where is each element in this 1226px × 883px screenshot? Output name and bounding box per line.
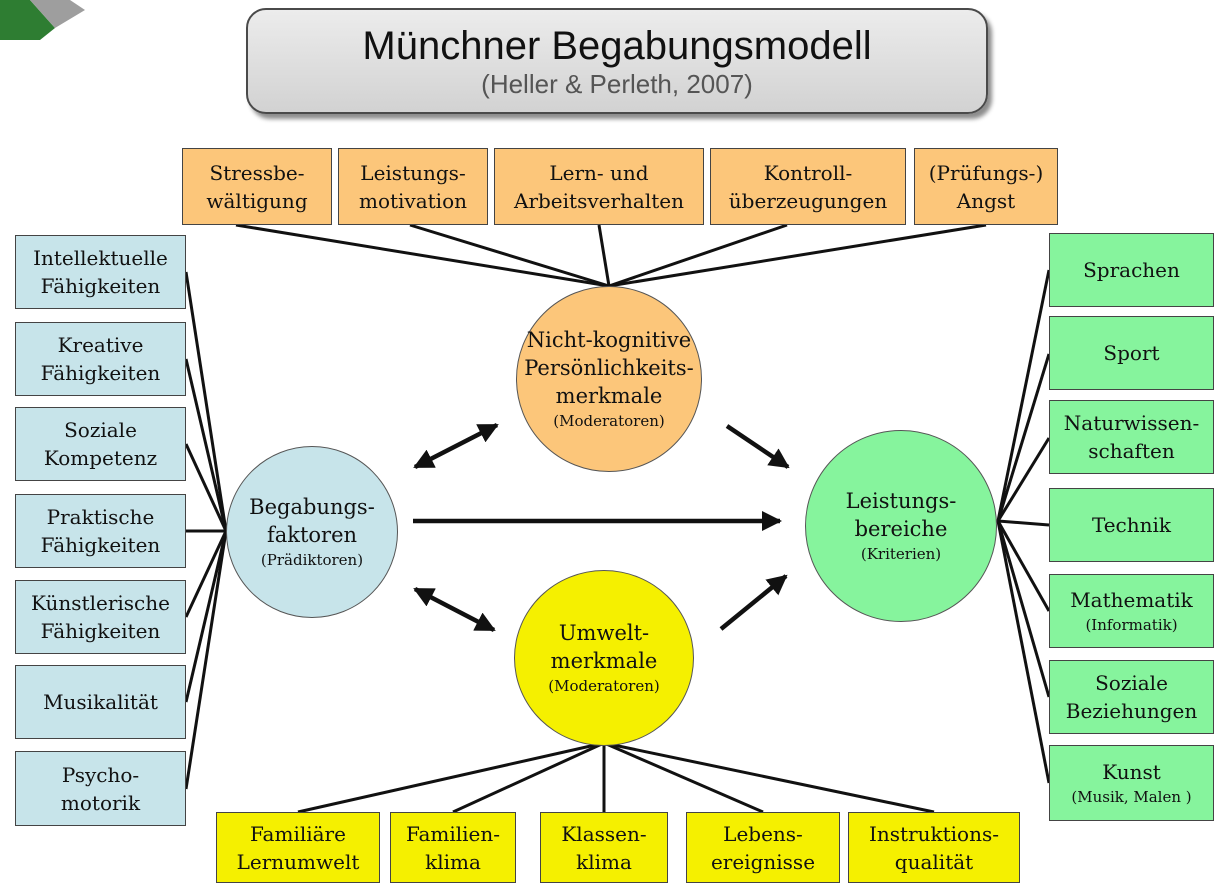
- top-box-line2: überzeugungen: [728, 188, 888, 213]
- right-box-line1: Sport: [1103, 341, 1160, 365]
- left-box-praktisch: Praktische Fähigkeiten: [15, 494, 186, 568]
- right-box-sport: Sport: [1049, 316, 1214, 390]
- circle-line2: Persönlichkeits-: [524, 356, 694, 380]
- left-box-line1: Praktische: [46, 505, 155, 529]
- top-box-kontrollueberzeugungen: Kontroll- überzeugungen: [710, 148, 906, 225]
- top-box-line1: (Prüfungs-): [928, 160, 1044, 185]
- left-box-line1: Intellektuelle: [33, 246, 168, 270]
- right-box-line1: Mathematik: [1070, 588, 1193, 612]
- right-box-note: (Musik, Malen ): [1071, 788, 1192, 806]
- left-box-line1: Künstlerische: [31, 591, 170, 615]
- top-box-line1: Leistungs-: [360, 160, 466, 185]
- left-box-psychomotorik: Psycho- motorik: [15, 751, 186, 826]
- bottom-box-familienklima: Familien- klima: [390, 812, 516, 883]
- bottom-box-familiaere-lernumwelt: Familiäre Lernumwelt: [216, 812, 380, 883]
- right-box-kunst: Kunst (Musik, Malen ): [1049, 745, 1214, 821]
- right-box-sprachen: Sprachen: [1049, 233, 1214, 307]
- bottom-box-klassenklima: Klassen- klima: [540, 812, 668, 883]
- circle-note: (Moderatoren): [553, 412, 665, 430]
- circle-nicht-kognitive-merkmale: Nicht-kognitive Persönlichkeits- merkmal…: [516, 286, 702, 472]
- left-box-sozial: Soziale Kompetenz: [15, 407, 186, 481]
- right-box-technik: Technik: [1049, 488, 1214, 562]
- right-box-line1: Technik: [1091, 513, 1172, 537]
- left-box-intellektuell: Intellektuelle Fähigkeiten: [15, 235, 186, 309]
- bottom-box-line2: ereignisse: [710, 849, 816, 874]
- left-box-line1: Psycho-: [61, 762, 140, 787]
- left-box-line2: motorik: [60, 790, 141, 815]
- circle-line1: Leistungs-: [845, 489, 957, 513]
- top-box-line2: Arbeitsverhalten: [514, 188, 684, 213]
- circle-umweltmerkmale: Umwelt- merkmale (Moderatoren): [514, 570, 694, 746]
- bottom-box-line1: Instruktions-: [868, 821, 1000, 846]
- top-box-angst: (Prüfungs-) Angst: [914, 148, 1058, 225]
- top-box-line1: Kontroll-: [763, 160, 853, 185]
- top-box-stress: Stressbe- wältigung: [182, 148, 332, 225]
- left-box-musikalitaet: Musikalität: [15, 665, 186, 739]
- circle-line2: bereiche: [854, 517, 948, 541]
- circle-leistungsbereiche: Leistungs- bereiche (Kriterien): [805, 430, 997, 622]
- left-box-line1: Musikalität: [43, 690, 158, 714]
- logo-graphic: [0, 0, 85, 40]
- circle-line3: merkmale: [555, 384, 663, 408]
- circle-note: (Prädiktoren): [260, 551, 364, 569]
- right-box-note: (Informatik): [1085, 616, 1178, 634]
- left-box-kuenstlerisch: Künstlerische Fähigkeiten: [15, 580, 186, 654]
- bottom-box-instruktionsqualitaet: Instruktions- qualität: [848, 812, 1020, 883]
- right-box-line1: Kunst: [1102, 760, 1161, 784]
- circle-note: (Moderatoren): [548, 677, 660, 695]
- circle-line2: merkmale: [550, 649, 658, 673]
- right-box-line1: Sprachen: [1083, 258, 1180, 282]
- right-box-line1: Naturwissen-: [1063, 411, 1200, 435]
- circle-line1: Begabungs-: [249, 495, 375, 519]
- top-box-lernverhalten: Lern- und Arbeitsverhalten: [494, 148, 704, 225]
- left-box-line2: Fähigkeiten: [40, 274, 161, 298]
- bottom-box-line2: qualität: [894, 849, 974, 874]
- circle-line1: Umwelt-: [558, 621, 650, 645]
- circle-line1: Nicht-kognitive: [526, 328, 692, 352]
- top-box-line1: Stressbe-: [209, 160, 305, 185]
- top-box-line2: motivation: [358, 188, 468, 213]
- left-box-line2: Fähigkeiten: [40, 361, 161, 385]
- left-box-kreativ: Kreative Fähigkeiten: [15, 322, 186, 396]
- bottom-box-lebensereignisse: Lebens- ereignisse: [686, 812, 840, 883]
- bottom-box-line1: Lebens-: [723, 821, 803, 846]
- top-box-leistungsmotivation: Leistungs- motivation: [338, 148, 488, 225]
- right-box-line2: Beziehungen: [1065, 699, 1198, 723]
- right-box-mathematik: Mathematik (Informatik): [1049, 574, 1214, 648]
- bottom-box-line2: Lernumwelt: [236, 849, 360, 874]
- top-box-line2: Angst: [956, 188, 1016, 213]
- right-box-soziale-beziehungen: Soziale Beziehungen: [1049, 660, 1214, 734]
- left-box-line1: Kreative: [57, 333, 144, 357]
- bottom-box-line2: klima: [576, 849, 632, 874]
- diagram-subtitle: (Heller & Perleth, 2007): [481, 69, 753, 99]
- bottom-box-line1: Familien-: [405, 821, 501, 846]
- left-box-line1: Soziale: [64, 418, 137, 442]
- circle-line2: faktoren: [266, 523, 358, 547]
- left-box-line2: Fähigkeiten: [40, 533, 161, 557]
- left-box-line2: Kompetenz: [43, 446, 158, 470]
- diagram-title: Münchner Begabungsmodell: [362, 24, 872, 68]
- top-box-line1: Lern- und: [549, 160, 649, 185]
- top-box-line2: wältigung: [206, 188, 308, 213]
- right-box-naturwissenschaften: Naturwissen- schaften: [1049, 400, 1214, 474]
- bottom-box-line2: klima: [425, 849, 481, 874]
- circle-begabungsfaktoren: Begabungs- faktoren (Prädiktoren): [226, 446, 398, 618]
- bottom-box-line1: Klassen-: [561, 821, 647, 846]
- bottom-box-line1: Familiäre: [250, 821, 346, 846]
- left-box-line2: Fähigkeiten: [40, 619, 161, 643]
- right-box-line2: schaften: [1088, 439, 1175, 463]
- right-box-line1: Soziale: [1095, 671, 1168, 695]
- circle-note: (Kriterien): [860, 545, 942, 563]
- title-box: Münchner Begabungsmodell (Heller & Perle…: [246, 8, 988, 114]
